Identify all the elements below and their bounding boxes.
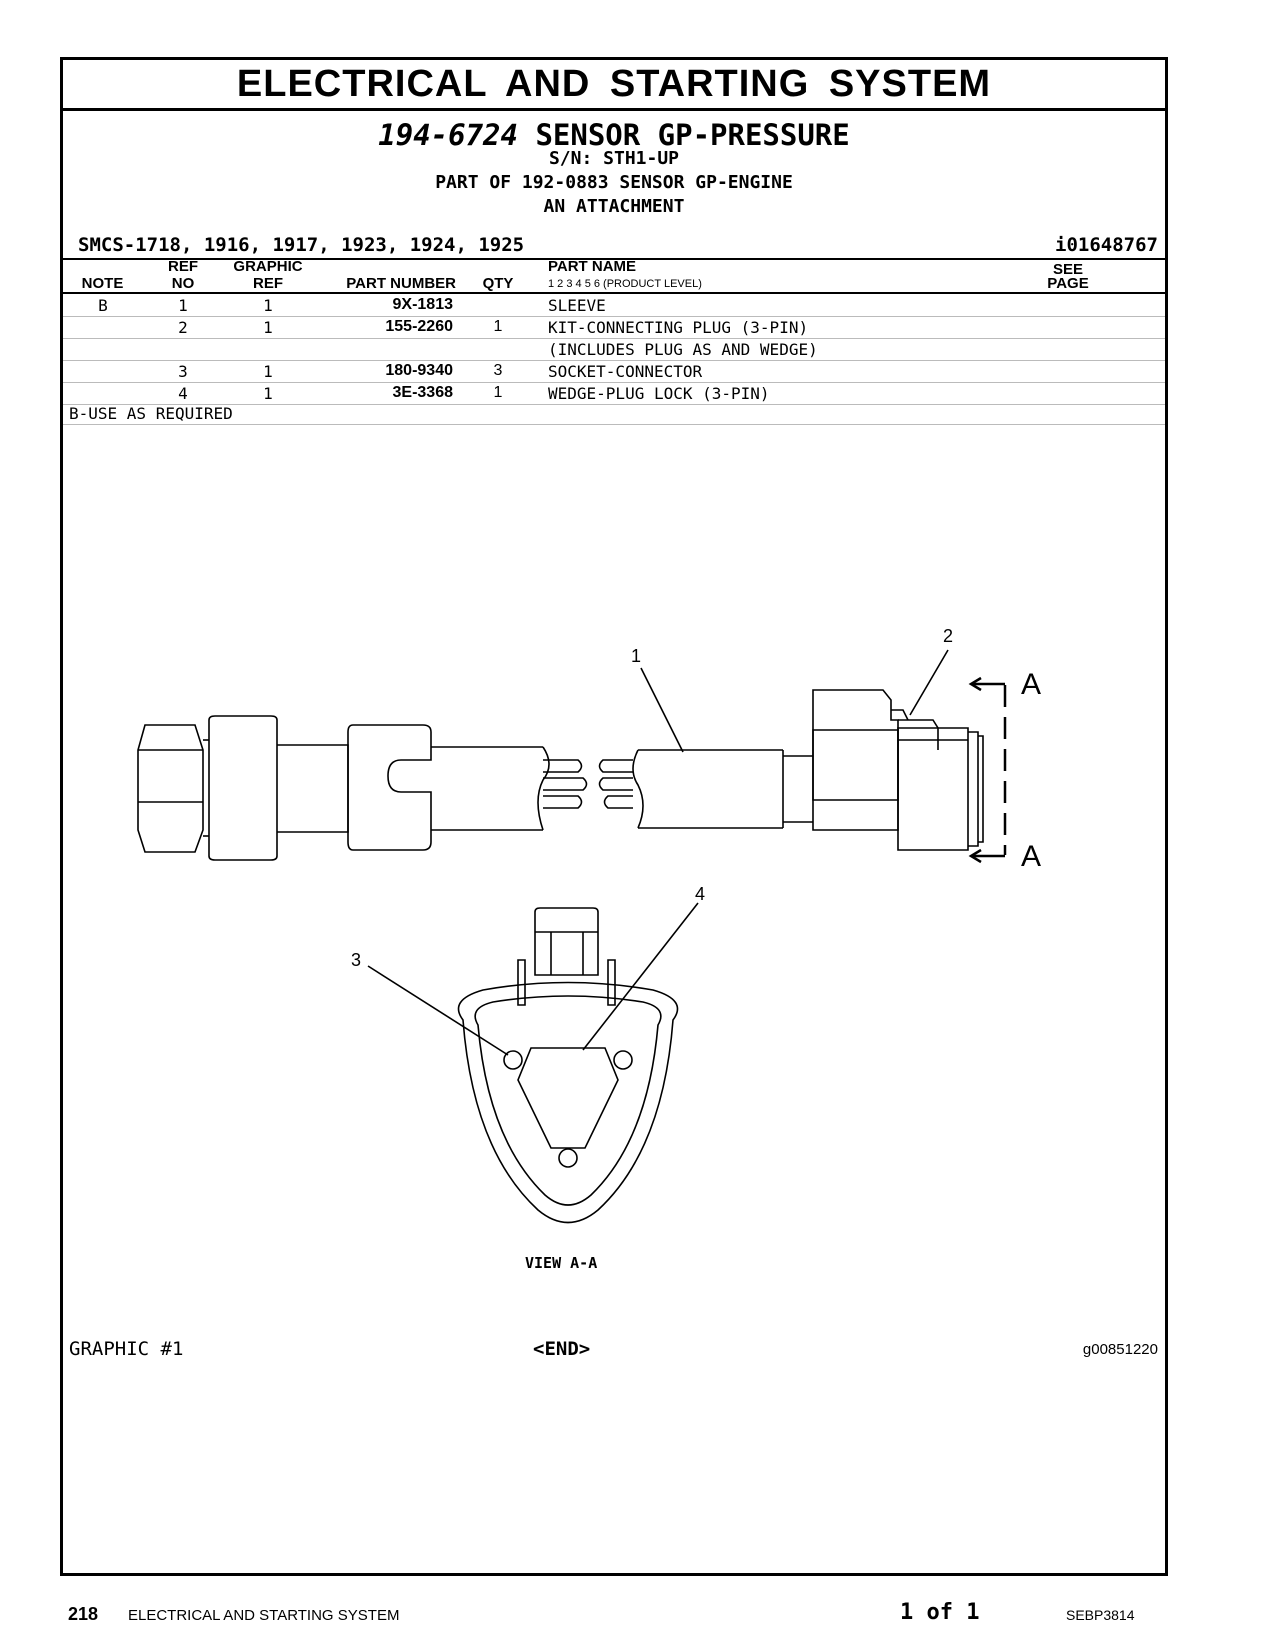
row-part-number: 155-2260 xyxy=(385,318,453,335)
connector-shape xyxy=(812,689,899,801)
row-part-name: (INCLUDES PLUG AS AND WEDGE) xyxy=(548,340,818,359)
attachment-label: AN ATTACHMENT xyxy=(543,196,685,217)
row-rule xyxy=(63,404,1165,405)
part-number-heading: 194-6724 xyxy=(378,118,518,152)
smcs-codes: SMCS-1718, 1916, 1917, 1923, 1924, 1925 xyxy=(78,234,525,256)
serial-number: S/N: STH1-UP xyxy=(548,148,680,169)
footer-doc-id: SEBP3814 xyxy=(1066,1607,1135,1623)
end-marker: <END> xyxy=(533,1338,591,1360)
col-part-number: PART NUMBER xyxy=(346,275,456,292)
page-number: 218 xyxy=(68,1604,99,1624)
row-ref: 1 xyxy=(178,296,188,315)
col-part-name: PART NAME xyxy=(548,258,637,275)
table-footnote: B-USE AS REQUIRED xyxy=(69,404,233,423)
hex-nut-shape xyxy=(137,724,204,853)
col-ref-bottom: NO xyxy=(171,275,195,292)
socket-hole-2 xyxy=(613,1050,633,1070)
sensor-body-shape xyxy=(208,715,278,861)
row-graphic: 1 xyxy=(263,318,273,337)
row-ref: 2 xyxy=(178,318,188,337)
row-graphic: 1 xyxy=(263,296,273,315)
row-part-number: 3E-3368 xyxy=(392,384,454,401)
section-mark-bottom: A xyxy=(1021,840,1041,873)
graphic-number: GRAPHIC #1 xyxy=(69,1338,184,1360)
parts-drawing: 1 2 3 4 A A VIEW A-A xyxy=(137,626,1041,1272)
row-note: B xyxy=(98,296,108,315)
row-part-name: WEDGE-PLUG LOCK (3-PIN) xyxy=(548,384,770,403)
row-graphic: 1 xyxy=(263,384,273,403)
callout-3: 3 xyxy=(351,950,361,970)
product-levels: 1 2 3 4 5 6 (PRODUCT LEVEL) xyxy=(548,278,702,290)
table-top-rule xyxy=(63,258,1165,260)
latch-shape xyxy=(534,907,599,976)
row-part-name: SLEEVE xyxy=(548,296,606,315)
col-note: NOTE xyxy=(81,275,124,292)
row-part-number: 180-9340 xyxy=(385,362,453,379)
callout-1: 1 xyxy=(631,646,641,666)
col-see-bottom: PAGE xyxy=(1047,275,1089,292)
part-of: PART OF 192-0883 SENSOR GP-ENGINE xyxy=(435,172,793,193)
row-part-name: KIT-CONNECTING PLUG (3-PIN) xyxy=(548,318,809,337)
header-rule xyxy=(63,292,1165,294)
part-heading: 194-6724 SENSOR GP-PRESSURE xyxy=(63,118,1165,152)
part-name-heading: SENSOR GP-PRESSURE xyxy=(535,118,850,152)
row-ref: 4 xyxy=(178,384,188,403)
socket-hole-1 xyxy=(503,1050,523,1070)
callout-2: 2 xyxy=(943,626,953,646)
row-qty: 1 xyxy=(493,318,503,335)
row-ref: 3 xyxy=(178,362,188,381)
row-qty: 1 xyxy=(493,384,503,401)
row-rule xyxy=(63,360,1165,361)
plug-outline-shape xyxy=(457,981,679,1224)
col-ref-top: REF xyxy=(168,258,198,275)
row-graphic: 1 xyxy=(263,362,273,381)
section-mark-top: A xyxy=(1021,668,1041,701)
graphic-id: g00851220 xyxy=(1082,1341,1158,1358)
document-id: i01648767 xyxy=(1055,234,1158,256)
footer-section: ELECTRICAL AND STARTING SYSTEM xyxy=(128,1607,400,1624)
row-rule xyxy=(63,338,1165,339)
row-part-name: SOCKET-CONNECTOR xyxy=(548,362,703,381)
callout-4: 4 xyxy=(695,884,705,904)
wedge-shape xyxy=(517,1047,619,1149)
row-qty: 3 xyxy=(493,362,503,379)
footnote-rule xyxy=(63,424,1165,425)
section-title: ELECTRICAL AND STARTING SYSTEM xyxy=(63,60,1165,111)
view-label: VIEW A-A xyxy=(525,1254,597,1272)
clamp-shape xyxy=(347,724,432,851)
col-qty: QTY xyxy=(482,275,514,292)
col-graphic-top: GRAPHIC xyxy=(233,258,303,275)
row-part-number: 9X-1813 xyxy=(392,296,454,313)
page-of: 1 of 1 xyxy=(900,1600,980,1625)
col-see-top: SEE xyxy=(1052,261,1083,278)
row-rule xyxy=(63,316,1165,317)
col-graphic-bottom: REF xyxy=(253,275,283,292)
socket-hole-3 xyxy=(558,1148,578,1168)
page-frame: ELECTRICAL AND STARTING SYSTEM 194-6724 … xyxy=(60,57,1168,1576)
row-rule xyxy=(63,382,1165,383)
